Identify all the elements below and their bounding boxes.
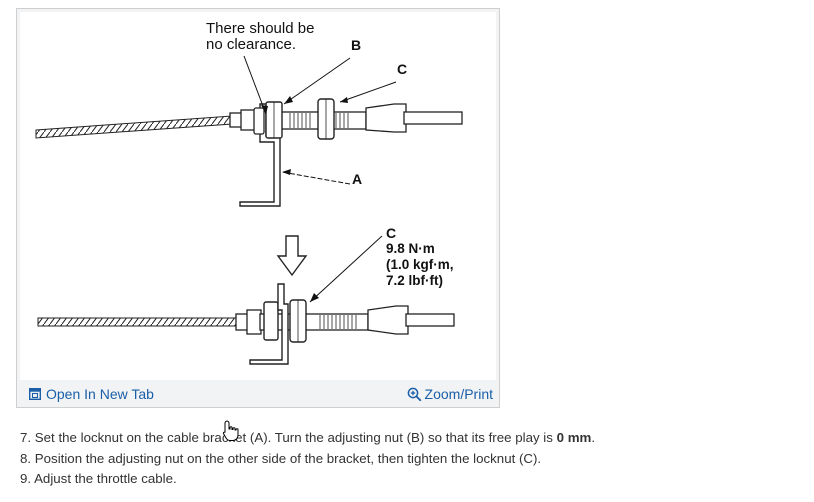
down-arrow-icon: [276, 235, 308, 277]
torque-value-line3: 7.2 lbf·ft): [386, 273, 443, 288]
label-a: A: [352, 171, 362, 187]
open-in-new-tab-label: Open In New Tab: [46, 386, 154, 402]
callout-text-top: There should be: [206, 20, 314, 37]
step-text: Position the adjusting nut on the other …: [34, 450, 542, 466]
step-emphasis: 0 mm: [556, 430, 592, 445]
torque-value-line1: 9.8 N·m: [386, 241, 435, 256]
step-7: 7. Set the locknut on the cable bracket …: [20, 428, 595, 449]
step-number: 8.: [20, 450, 32, 466]
figure-container: There should be no clearance. B C A: [16, 8, 500, 408]
zoom-print-label: Zoom/Print: [424, 386, 493, 402]
step-text: Set the locknut on the cable bracket (A)…: [34, 430, 557, 445]
bottom-cable-assembly: [37, 235, 455, 365]
throttle-cable-diagram: There should be no clearance. B C A: [20, 12, 496, 380]
step-number: 7.: [20, 430, 32, 445]
zoom-print-link[interactable]: Zoom/Print: [407, 386, 493, 402]
hand-cursor-icon: [222, 420, 239, 441]
callout-text-bottom: no clearance.: [206, 36, 296, 53]
top-cable-assembly: [35, 55, 463, 207]
label-c-bottom: C: [386, 225, 396, 241]
torque-value-line2: (1.0 kgf·m,: [386, 257, 454, 272]
diagram-drawing: There should be no clearance. B C A: [35, 20, 463, 365]
step-text-end: .: [591, 430, 596, 445]
step-number: 9.: [20, 471, 32, 486]
instruction-steps: 7. Set the locknut on the cable bracket …: [20, 428, 595, 490]
figure-footer: Open In New Tab Zoom/Print: [17, 381, 499, 407]
zoom-in-icon: [407, 387, 421, 401]
open-in-new-tab-link[interactable]: Open In New Tab: [29, 386, 154, 402]
step-8: 8. Position the adjusting nut on the oth…: [20, 449, 595, 470]
step-9: 9. Adjust the throttle cable.: [20, 469, 595, 490]
label-b: B: [351, 37, 361, 53]
open-new-tab-icon: [29, 388, 41, 400]
step-text: Adjust the throttle cable.: [34, 471, 177, 486]
label-c-top: C: [397, 61, 407, 77]
